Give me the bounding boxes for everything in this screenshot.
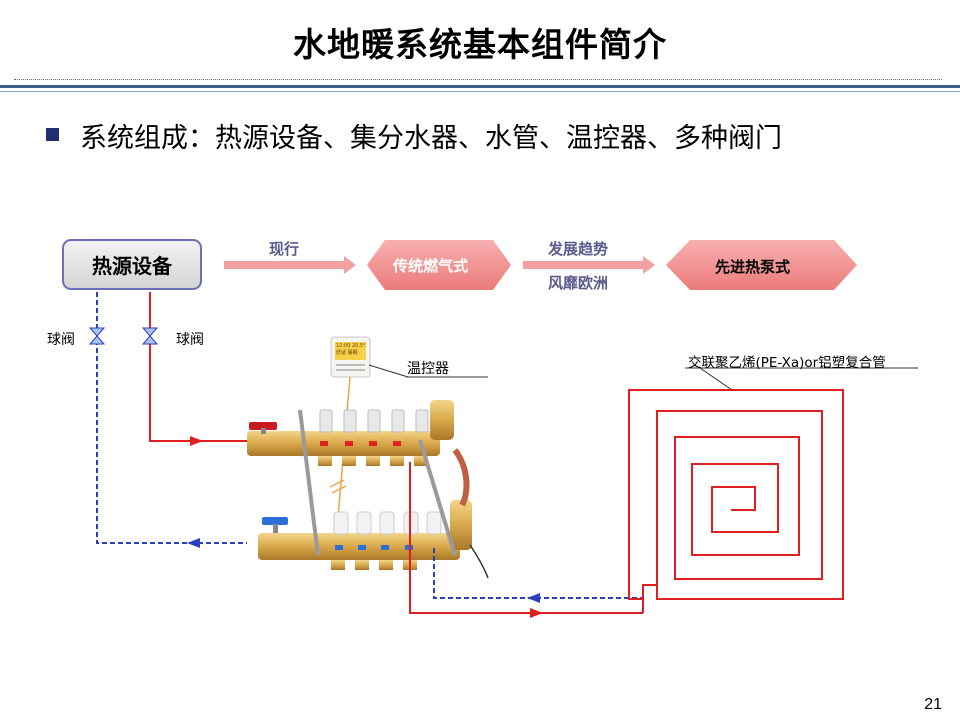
loop-supply-pipe <box>409 462 643 614</box>
title-solid-rule <box>0 85 960 88</box>
page-title: 水地暖系统基本组件简介 <box>293 25 667 64</box>
page-number: 21 <box>924 696 942 713</box>
thermostat-display-line1: 12:00 20.5°C <box>336 343 366 349</box>
flow-arrow-2 <box>523 256 655 274</box>
heat-source-box: 热源设备 <box>62 239 202 290</box>
thermostat-display-line2: 舒适 睡眠 <box>336 350 358 356</box>
ball-valve-left-icon <box>88 327 106 345</box>
manifold-brackets <box>298 409 457 556</box>
valve-label-right: 球阀 <box>176 332 204 348</box>
bullet-text: 系统组成：热源设备、集分水器、水管、温控器、多种阀门 <box>80 123 782 154</box>
gas-boiler-label: 传统燃气式 <box>393 257 469 275</box>
flow-arrow-1 <box>224 256 356 274</box>
supply-pipe-line <box>149 292 247 442</box>
thermostat-icon <box>330 336 371 378</box>
supply-manifold <box>247 400 454 466</box>
loop-return-pipe <box>433 548 643 599</box>
valve-label-left: 球阀 <box>47 332 75 348</box>
thermostat-display: 12:00 20.5°C 舒适 睡眠 <box>336 343 366 357</box>
bullet-square-icon <box>46 128 59 141</box>
flow-label-current: 现行 <box>269 240 300 258</box>
pipe-label: 交联聚乙烯(PE-Xa)or铝塑复合管 <box>688 355 886 371</box>
thermostat-label: 温控器 <box>407 361 449 377</box>
ball-valve-right-icon <box>141 327 159 345</box>
floor-heating-coil <box>628 389 844 613</box>
gas-boiler-hexagon <box>367 240 511 290</box>
title-thin-rule <box>0 91 960 92</box>
flow-label-trend: 发展趋势 <box>548 240 609 258</box>
return-pipe-line <box>96 292 247 544</box>
title-dotted-rule <box>14 79 942 80</box>
heat-pump-label: 先进热泵式 <box>715 258 791 276</box>
flow-label-europe: 风靡欧洲 <box>548 274 609 292</box>
heat-pump-hexagon <box>666 240 857 290</box>
return-manifold <box>258 448 489 579</box>
